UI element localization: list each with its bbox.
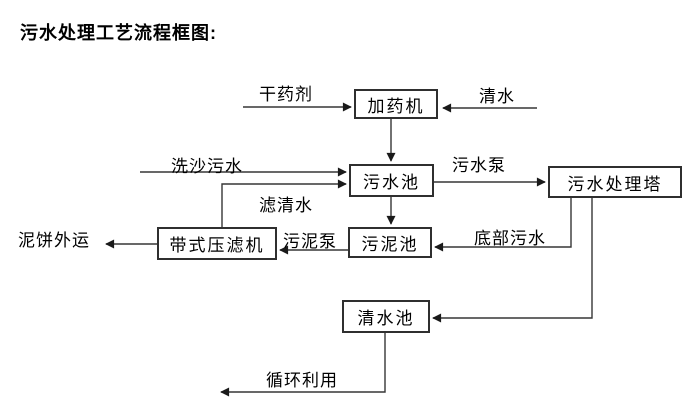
label-dry-agent: 干药剂 bbox=[259, 85, 313, 104]
label-bottom-sewage: 底部污水 bbox=[474, 229, 546, 248]
edge-bottom-sewage bbox=[434, 198, 572, 252]
node-belt-filter-press: 带式压滤机 bbox=[157, 227, 277, 260]
node-dosing-machine: 加药机 bbox=[354, 89, 438, 119]
edge-filtered-water bbox=[221, 179, 347, 227]
node-sludge-pool: 污泥池 bbox=[348, 227, 432, 258]
node-sewage-pool: 污水池 bbox=[349, 164, 434, 197]
label-sewage-pump: 污水泵 bbox=[452, 156, 506, 175]
label-sand-washing-sewage: 洗沙污水 bbox=[171, 157, 243, 176]
edge-tower-to-clean-pool bbox=[432, 198, 593, 323]
edge-recycling bbox=[220, 333, 386, 397]
label-sludge-pump: 污泥泵 bbox=[283, 232, 337, 251]
node-sewage-treatment-tower: 污水处理塔 bbox=[548, 166, 682, 198]
label-clean-water: 清水 bbox=[479, 87, 515, 106]
node-clean-water-pool: 清水池 bbox=[342, 300, 430, 333]
diagram-title: 污水处理工艺流程框图: bbox=[20, 23, 217, 43]
label-mud-cake-outbound: 泥饼外运 bbox=[18, 231, 90, 250]
label-recycling: 循环利用 bbox=[266, 371, 338, 390]
label-filtered-water: 滤清水 bbox=[259, 196, 313, 215]
